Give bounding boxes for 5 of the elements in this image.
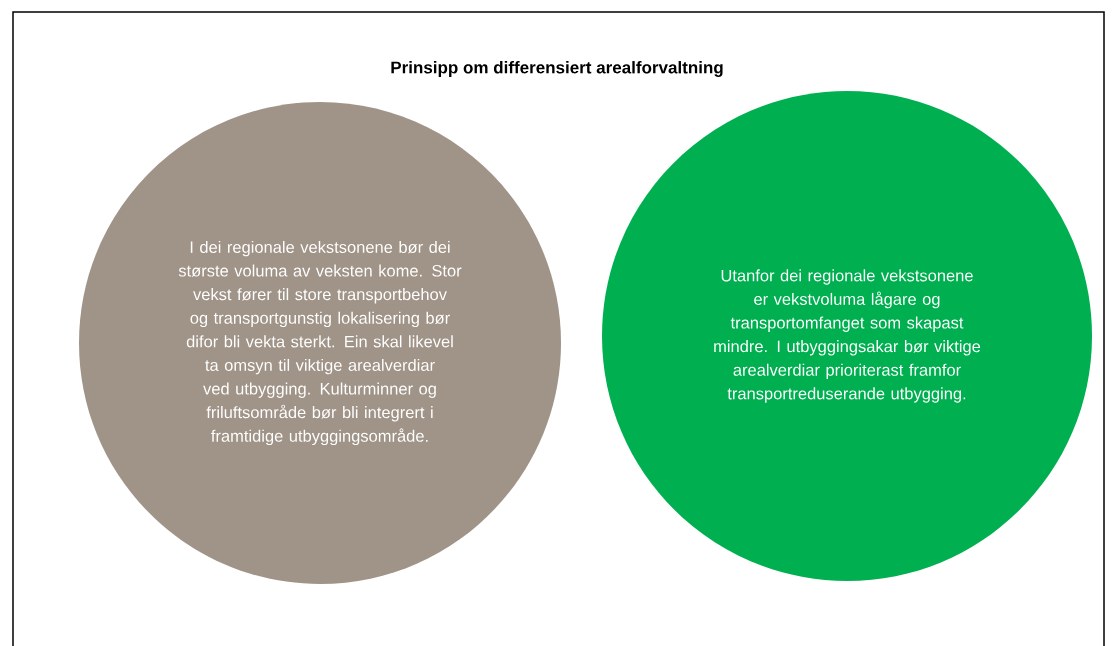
circle <box>602 91 1092 581</box>
circle-text: I dei regionale vekstsonene bør dei største voluma av veksten kome. Stor vekst fører til store transportbehov og transportgunstig lokalisering bør difor bli vekta sterkt. Ein skal likevel ta omsyn til viktige arealverdiar ved utbygging. Kulturminner og friluftsområde bør bli integrert i framtidige utbyggingsområde. <box>178 240 462 446</box>
title: Prinsipp om differensiert arealforvaltning <box>391 61 723 77</box>
circle-text: Utanfor dei regionale vekstsonene er vekstvoluma lågare og transportomfanget som skapast mindre. I utbyggingsakar bør viktige arealverdiar prioriterast framfor transportreduserande utbygging. <box>714 269 981 403</box>
circle <box>79 102 561 584</box>
